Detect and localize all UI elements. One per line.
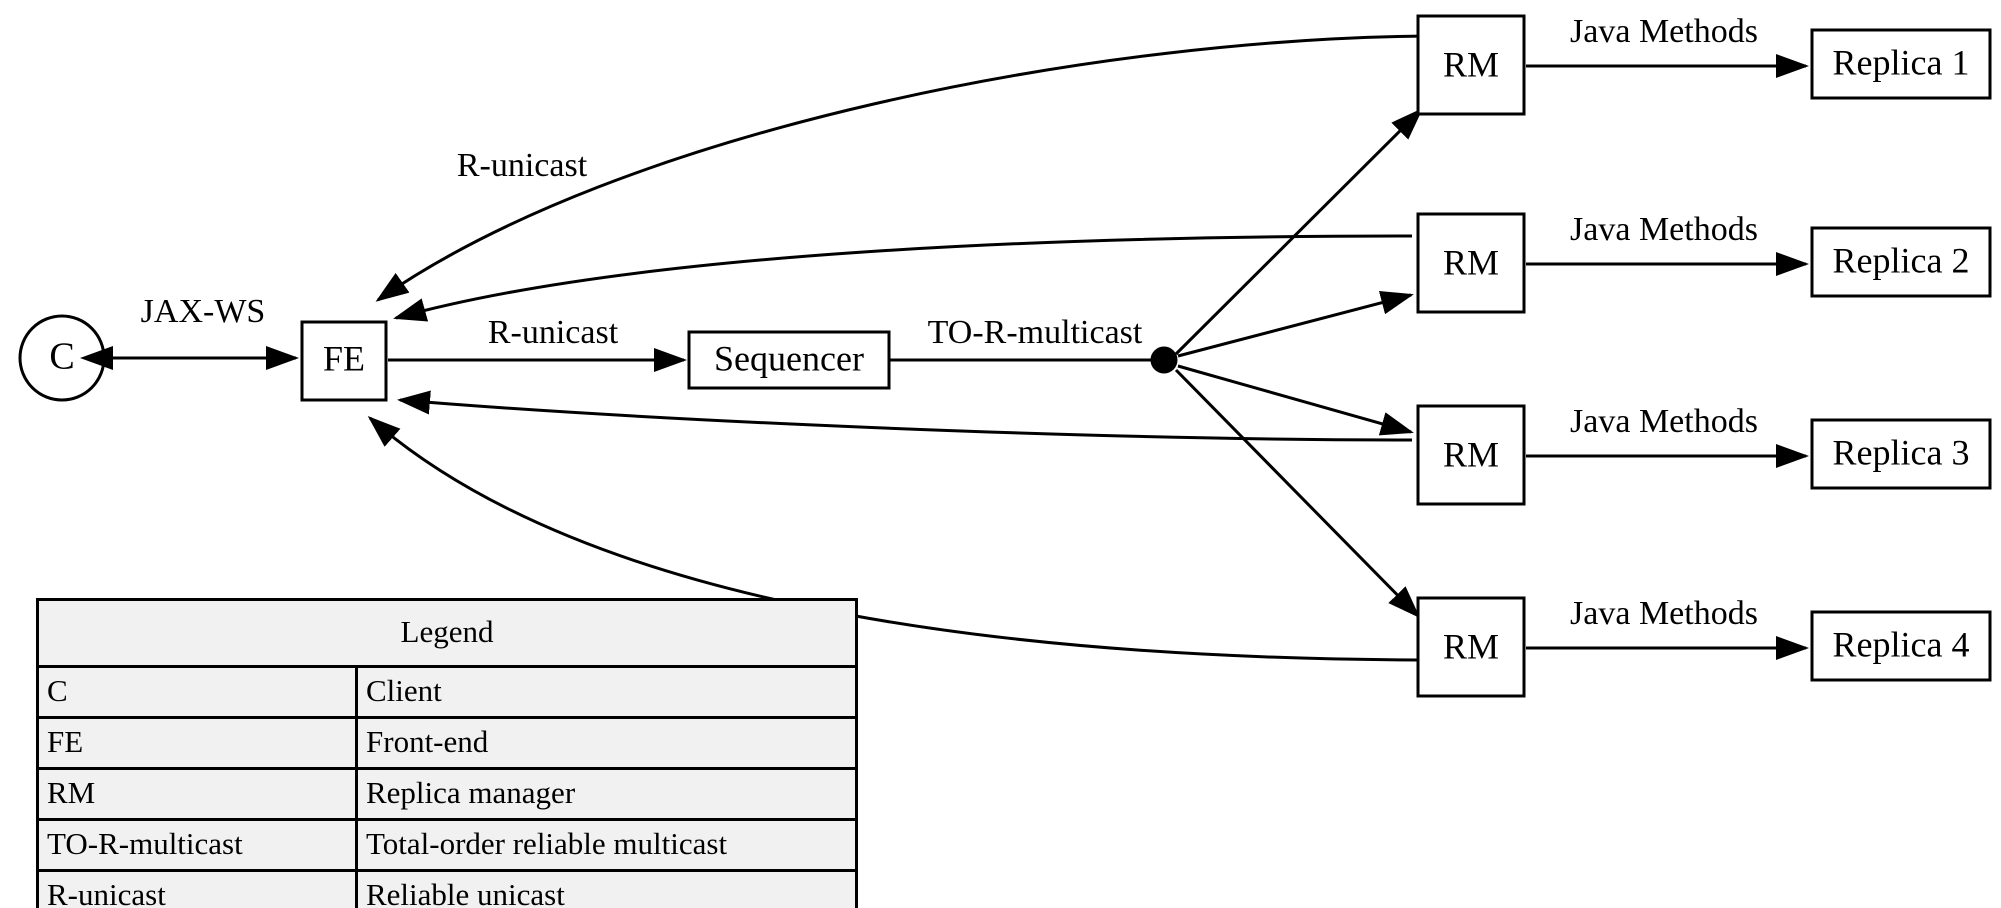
node-rm-4-label: RM [1443, 626, 1499, 666]
node-replica-3-label: Replica 3 [1833, 432, 1970, 472]
node-replica-2-label: Replica 2 [1833, 240, 1970, 280]
edge-label-to-r-multicast: TO-R-multicast [928, 314, 1143, 351]
legend-value-fe: Front-end [355, 716, 858, 770]
legend-row: TO-R-multicast Total-order reliable mult… [36, 818, 858, 872]
node-sequencer-label: Sequencer [714, 338, 864, 378]
legend-row: C Client [36, 665, 858, 719]
node-rm-3[interactable] [1416, 404, 1526, 506]
legend-row: FE Front-end [36, 716, 858, 770]
edge-hub-rm-3 [1177, 364, 1414, 436]
node-sequencer[interactable] [687, 330, 891, 390]
edge-label-jax-ws: JAX-WS [141, 293, 266, 330]
node-frontend-label: FE [323, 338, 365, 378]
legend-key-fe: FE [36, 716, 358, 770]
legend-key-rm: RM [36, 767, 358, 821]
legend-title: Legend [36, 598, 858, 668]
edge-label-java-methods-1: Java Methods [1570, 13, 1758, 50]
legend-table: Legend C Client FE Front-end RM Replica … [36, 598, 858, 908]
legend-value-c: Client [355, 665, 858, 719]
node-rm-4[interactable] [1416, 596, 1526, 698]
legend-key-to-r-multicast: TO-R-multicast [36, 818, 358, 872]
node-client-label: C [49, 336, 74, 378]
node-replica-1-label: Replica 1 [1833, 42, 1970, 82]
edge-rm3-frontend [397, 390, 1413, 442]
legend-row: RM Replica manager [36, 767, 858, 821]
node-replica-4[interactable] [1810, 610, 1992, 682]
node-rm-1-label: RM [1443, 44, 1499, 84]
node-replica-3[interactable] [1810, 418, 1992, 490]
legend-key-c: C [36, 665, 358, 719]
edge-label-java-methods-4: Java Methods [1570, 595, 1758, 632]
edge-rm2-frontend [393, 234, 1413, 322]
edge-label-java-methods-3: Java Methods [1570, 403, 1758, 440]
edge-hub-rm-4 [1174, 368, 1421, 619]
node-replica-2[interactable] [1810, 226, 1992, 298]
legend-key-r-unicast: R-unicast [36, 869, 358, 908]
node-rm-2-label: RM [1443, 242, 1499, 282]
legend-value-to-r-multicast: Total-order reliable multicast [355, 818, 858, 872]
node-frontend[interactable] [300, 320, 388, 402]
node-rm-2[interactable] [1416, 212, 1526, 314]
node-rm-1[interactable] [1416, 14, 1526, 116]
edge-rm1-frontend [375, 34, 1444, 302]
edge-hub-rm-1 [1174, 107, 1424, 356]
edge-label-r-unicast-rm-fe: R-unicast [457, 147, 588, 184]
node-replica-4-label: Replica 4 [1833, 624, 1970, 664]
legend-title-row: Legend [36, 598, 858, 668]
edge-label-java-methods-2: Java Methods [1570, 211, 1758, 248]
node-multicast-hub[interactable] [1150, 346, 1178, 374]
legend-row: R-unicast Reliable unicast [36, 869, 858, 908]
node-replica-1[interactable] [1810, 28, 1992, 100]
legend-value-rm: Replica manager [355, 767, 858, 821]
edge-hub-rm-2 [1177, 290, 1414, 358]
legend-value-r-unicast: Reliable unicast [355, 869, 858, 908]
node-rm-3-label: RM [1443, 434, 1499, 474]
edge-label-r-unicast-fe-seq: R-unicast [488, 314, 619, 351]
